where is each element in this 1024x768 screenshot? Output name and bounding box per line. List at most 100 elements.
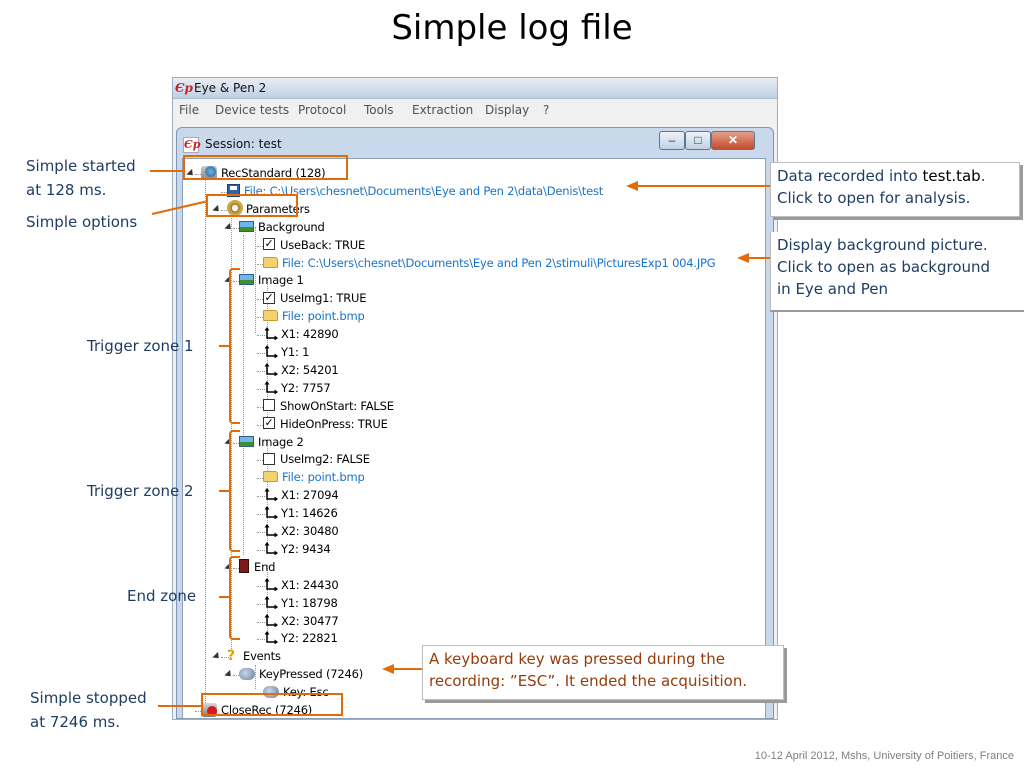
axes-icon [263,488,278,502]
tree-connector [221,657,229,659]
arrow-background-file [737,253,749,263]
callout-background: Display background picture. Click to ope… [770,232,1024,312]
tree-connector [195,711,203,712]
tree-item[interactable]: Background [239,219,325,236]
tree-item[interactable]: End [239,559,275,576]
axes-icon [263,524,278,538]
session-logo-icon: Єp [183,137,201,153]
tree-item[interactable]: X2: 54201 [263,362,339,379]
tree-item[interactable]: Parameters [227,200,310,218]
annotation-trigger-zone-1: Trigger zone 1 [87,337,194,355]
tree-item[interactable]: X1: 27094 [263,487,339,504]
tree-item[interactable]: Image 1 [239,272,304,289]
axes-icon [263,595,278,610]
key-icon [239,667,255,680]
slide-title: Simple log file [391,8,633,48]
tree-connector [221,209,229,211]
tree-file-link[interactable]: File: point.bmp [263,308,365,325]
tree-item[interactable]: Y1: 18798 [263,595,338,612]
tree-item-label: UseImg2: FALSE [280,452,370,467]
tree-item[interactable]: KeyPressed (7246) [239,666,363,683]
tree-connector [233,675,241,677]
tree-guide-line [205,173,206,703]
annotation-stopped-line2: at 7246 ms. [30,713,120,731]
menu-help[interactable]: ? [543,103,550,117]
tree-item[interactable]: X1: 42890 [263,326,339,343]
tree-item-label: End [254,559,276,574]
tree-item-label: ShowOnStart: FALSE [280,398,394,413]
tree-item[interactable]: ?Events [227,648,281,665]
tree-item[interactable]: Y2: 9434 [263,541,331,558]
checkbox-unchecked-icon [263,399,275,412]
minimize-button[interactable]: – [659,131,685,150]
tree-item-label: Background [258,219,325,234]
tree-item-label: Y2: 7757 [281,380,331,395]
axes-icon [263,631,278,645]
tree-file-link[interactable]: File: C:\Users\chesnet\Documents\Eye and… [227,183,603,200]
bracket-end-zone [229,556,240,640]
arrow-data-file [626,181,638,191]
menu-extraction[interactable]: Extraction [412,103,474,117]
axes-icon [263,380,278,395]
tree-item[interactable]: ShowOnStart: FALSE [263,398,394,415]
maximize-button[interactable]: □ [685,131,711,150]
callout-background-line2: Click to open as background [777,258,991,276]
tree-item[interactable]: Y2: 7757 [263,380,331,397]
tree-item-label: Y1: 1 [281,345,310,359]
tree-connector [257,406,265,408]
axes-icon [263,541,278,556]
tree-item[interactable]: Y1: 14626 [263,505,338,522]
menu-protocol[interactable]: Protocol [298,103,347,117]
callout-keyboard-line1: A keyboard key was pressed during the [429,650,725,668]
tree-connector [257,424,265,426]
axes-icon [263,506,278,520]
tree-item-label: KeyPressed (7246) [259,667,363,682]
tree-file-link[interactable]: File: point.bmp [263,469,365,486]
close-button[interactable]: ✕ [711,131,755,150]
app-titlebar[interactable]: Єp Eye & Pen 2 [173,78,777,99]
annotation-connector [393,668,423,670]
callout-background-line1: Display background picture. [777,236,988,254]
tree-item[interactable]: CloseRec (7246) [201,702,312,718]
menu-device-tests[interactable]: Device tests [215,103,290,117]
tree-item[interactable]: ✓HideOnPress: TRUE [263,416,388,433]
app-logo-icon: Єp [175,81,193,95]
tree-item[interactable]: RecStandard (128) [201,165,326,182]
annotation-options: Simple options [26,213,138,231]
bracket-trigger-zone-2 [229,430,240,552]
tree-item[interactable]: X2: 30480 [263,523,339,540]
tree-item-label: Image 2 [258,434,304,449]
highlight-parameters [206,194,298,217]
annotation-connector [637,185,770,187]
tree-item[interactable]: ✓UseBack: TRUE [263,237,365,254]
tree-connector [257,514,265,516]
tree-item[interactable]: Y2: 22821 [263,630,338,647]
tree-item[interactable]: UseImg2: FALSE [263,451,370,468]
tree-item[interactable]: Image 2 [239,434,304,451]
tree-connector [233,281,241,283]
tree-item-label: File: C:\Users\chesnet\Documents\Eye and… [282,255,716,270]
tree-item-label: X1: 27094 [281,488,339,503]
tree-item[interactable]: Y1: 1 [263,344,309,361]
menu-display[interactable]: Display [485,103,530,117]
tree-connector [233,567,241,569]
bracket-trigger-zone-1 [229,268,240,424]
tree-item-label: RecStandard (128) [221,166,326,180]
tree-connector [257,460,265,462]
tree-connector [257,603,265,605]
tree-item[interactable]: X2: 30477 [263,613,339,630]
menu-file[interactable]: File [179,103,200,117]
tree-item[interactable]: ✓UseImg1: TRUE [263,290,367,307]
tree-connector [233,227,241,229]
annotation-stopped-line1: Simple stopped [30,689,147,707]
axes-icon [263,362,278,377]
window-controls: – □ ✕ [659,131,755,150]
tree-item[interactable]: X1: 24430 [263,577,339,594]
tree-file-link[interactable]: File: C:\Users\chesnet\Documents\Eye and… [263,255,716,272]
tree-item-label: X1: 24430 [281,577,339,592]
tree-item-label: X1: 42890 [281,327,339,342]
tree-item-label: Image 1 [258,273,304,288]
annotation-end-zone: End zone [127,587,197,605]
tree-item-label: Parameters [246,201,310,216]
menu-tools[interactable]: Tools [364,103,394,117]
